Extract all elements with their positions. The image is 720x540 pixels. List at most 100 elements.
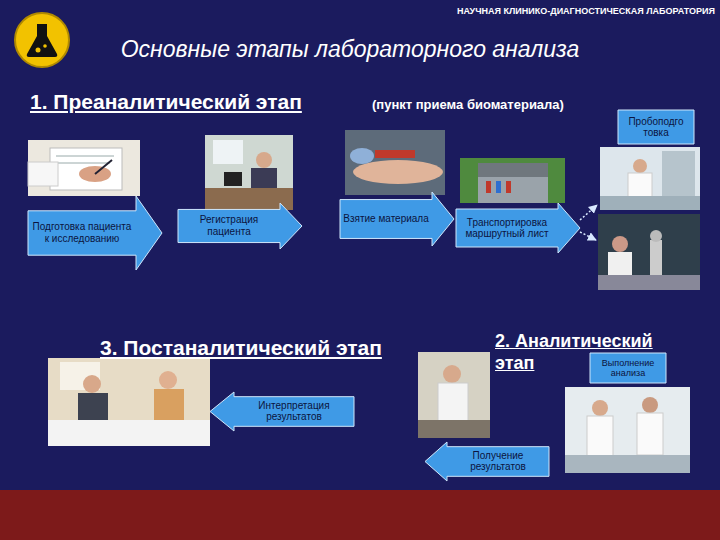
person-head <box>159 371 177 389</box>
stage-note: (пункт приема биоматериала) <box>372 97 564 112</box>
vial <box>506 181 511 193</box>
process-arrow: Взятие материала <box>340 192 454 246</box>
text-block: Интерпретация результатов <box>234 400 354 423</box>
text-area: Интерпретация результатов <box>234 397 354 427</box>
shape-fill <box>178 203 302 249</box>
person-body <box>154 389 184 423</box>
photo-bg <box>345 130 445 195</box>
step-text: Интерпретация результатов <box>237 400 351 423</box>
shape-fill <box>456 203 580 253</box>
logo-circle <box>15 13 69 67</box>
person-head <box>256 152 272 168</box>
lab-coat <box>438 383 468 421</box>
text-block: Взятие материала <box>340 213 432 225</box>
monitor <box>224 172 242 186</box>
footer-band <box>0 490 720 540</box>
box-lid <box>478 163 548 177</box>
process-arrow: Транспортировка маршрутный лист <box>456 203 580 253</box>
text-area: Подготовка пациента к исследованию <box>28 211 136 255</box>
paper <box>50 148 122 190</box>
shape-fill <box>618 110 694 144</box>
paper-line <box>56 163 110 164</box>
person-head <box>83 375 101 393</box>
step-text: Регистрация пациента <box>181 214 277 237</box>
slide-title: Основные этапы лабораторного анализа <box>100 36 600 63</box>
lab-coat <box>608 252 632 278</box>
text-area: Пробоподго товка <box>618 110 694 144</box>
arm <box>353 160 443 184</box>
box <box>478 177 548 203</box>
text-area: Получение результатов <box>447 447 549 477</box>
vial <box>486 181 491 193</box>
text-area: Выполнение анализа <box>590 353 666 383</box>
shape-fill <box>28 196 162 270</box>
step-text: Пробоподго товка <box>621 116 691 139</box>
stage-heading: 3. Постаналитический этап <box>100 336 382 360</box>
step-text: Получение результатов <box>450 450 546 473</box>
glove <box>350 148 374 164</box>
process-arrow: Подготовка пациента к исследованию <box>28 196 162 270</box>
window <box>213 140 243 164</box>
text-block: Подготовка пациента к исследованию <box>28 221 136 244</box>
shape-fill <box>210 392 354 431</box>
person-body <box>251 168 277 190</box>
shape-fill <box>590 353 666 383</box>
step-text: Выполнение анализа <box>593 358 663 379</box>
bench <box>565 455 690 473</box>
dotted-arrow <box>580 205 597 220</box>
process-arrow: Интерпретация результатов <box>210 392 354 431</box>
text-block: Выполнение анализа <box>590 358 666 379</box>
text-area: Транспортировка маршрутный лист <box>456 209 558 247</box>
process-box: Выполнение анализа <box>590 353 666 383</box>
person-body <box>78 393 108 423</box>
text-block: Получение результатов <box>447 450 549 473</box>
photo-bg <box>48 358 210 446</box>
lab-coat <box>628 173 652 200</box>
photo-bg <box>598 214 700 290</box>
photo-bg <box>600 147 700 210</box>
lab-coat <box>637 413 663 455</box>
text-block: Пробоподго товка <box>618 116 694 139</box>
microscope <box>650 240 662 275</box>
photo-bg <box>418 352 490 438</box>
paper-line <box>56 156 114 157</box>
text-area: Регистрация пациента <box>178 209 280 242</box>
logo-bubble <box>43 44 47 48</box>
microscope-eyepiece <box>650 230 662 242</box>
lab-name: НАУЧНАЯ КЛИНИКО-ДИАГНОСТИЧЕСКАЯ ЛАБОРАТО… <box>420 6 715 16</box>
person-head <box>592 400 608 416</box>
table <box>48 420 210 446</box>
step-text: Транспортировка маршрутный лист <box>459 217 555 240</box>
bench <box>598 275 700 290</box>
shape-fill <box>340 192 454 246</box>
photo-bg <box>205 135 293 210</box>
logo-bubble <box>36 48 41 53</box>
lab-coat <box>587 416 613 456</box>
vial <box>496 181 501 193</box>
dotted-arrow <box>580 232 596 240</box>
step-text: Взятие материала <box>343 213 429 225</box>
person-head <box>443 365 461 383</box>
person-head <box>612 236 628 252</box>
text-block: Регистрация пациента <box>178 214 280 237</box>
desk <box>418 420 490 438</box>
text-block: Транспортировка маршрутный лист <box>456 217 558 240</box>
process-arrow: Регистрация пациента <box>178 203 302 249</box>
shelf <box>662 151 695 196</box>
photo-bg <box>565 387 690 473</box>
sleeve <box>28 162 58 186</box>
text-area: Взятие материала <box>340 200 432 239</box>
process-box: Пробоподго товка <box>618 110 694 144</box>
step-text: Подготовка пациента к исследованию <box>31 221 133 244</box>
photo-bg <box>28 140 140 196</box>
logo-flask <box>27 24 58 57</box>
process-arrow: Получение результатов <box>425 442 549 481</box>
bench <box>600 196 700 210</box>
tube <box>375 150 415 158</box>
photo-bg <box>460 158 565 203</box>
pen <box>95 160 112 174</box>
person-head <box>633 159 647 173</box>
shape-fill <box>425 442 549 481</box>
